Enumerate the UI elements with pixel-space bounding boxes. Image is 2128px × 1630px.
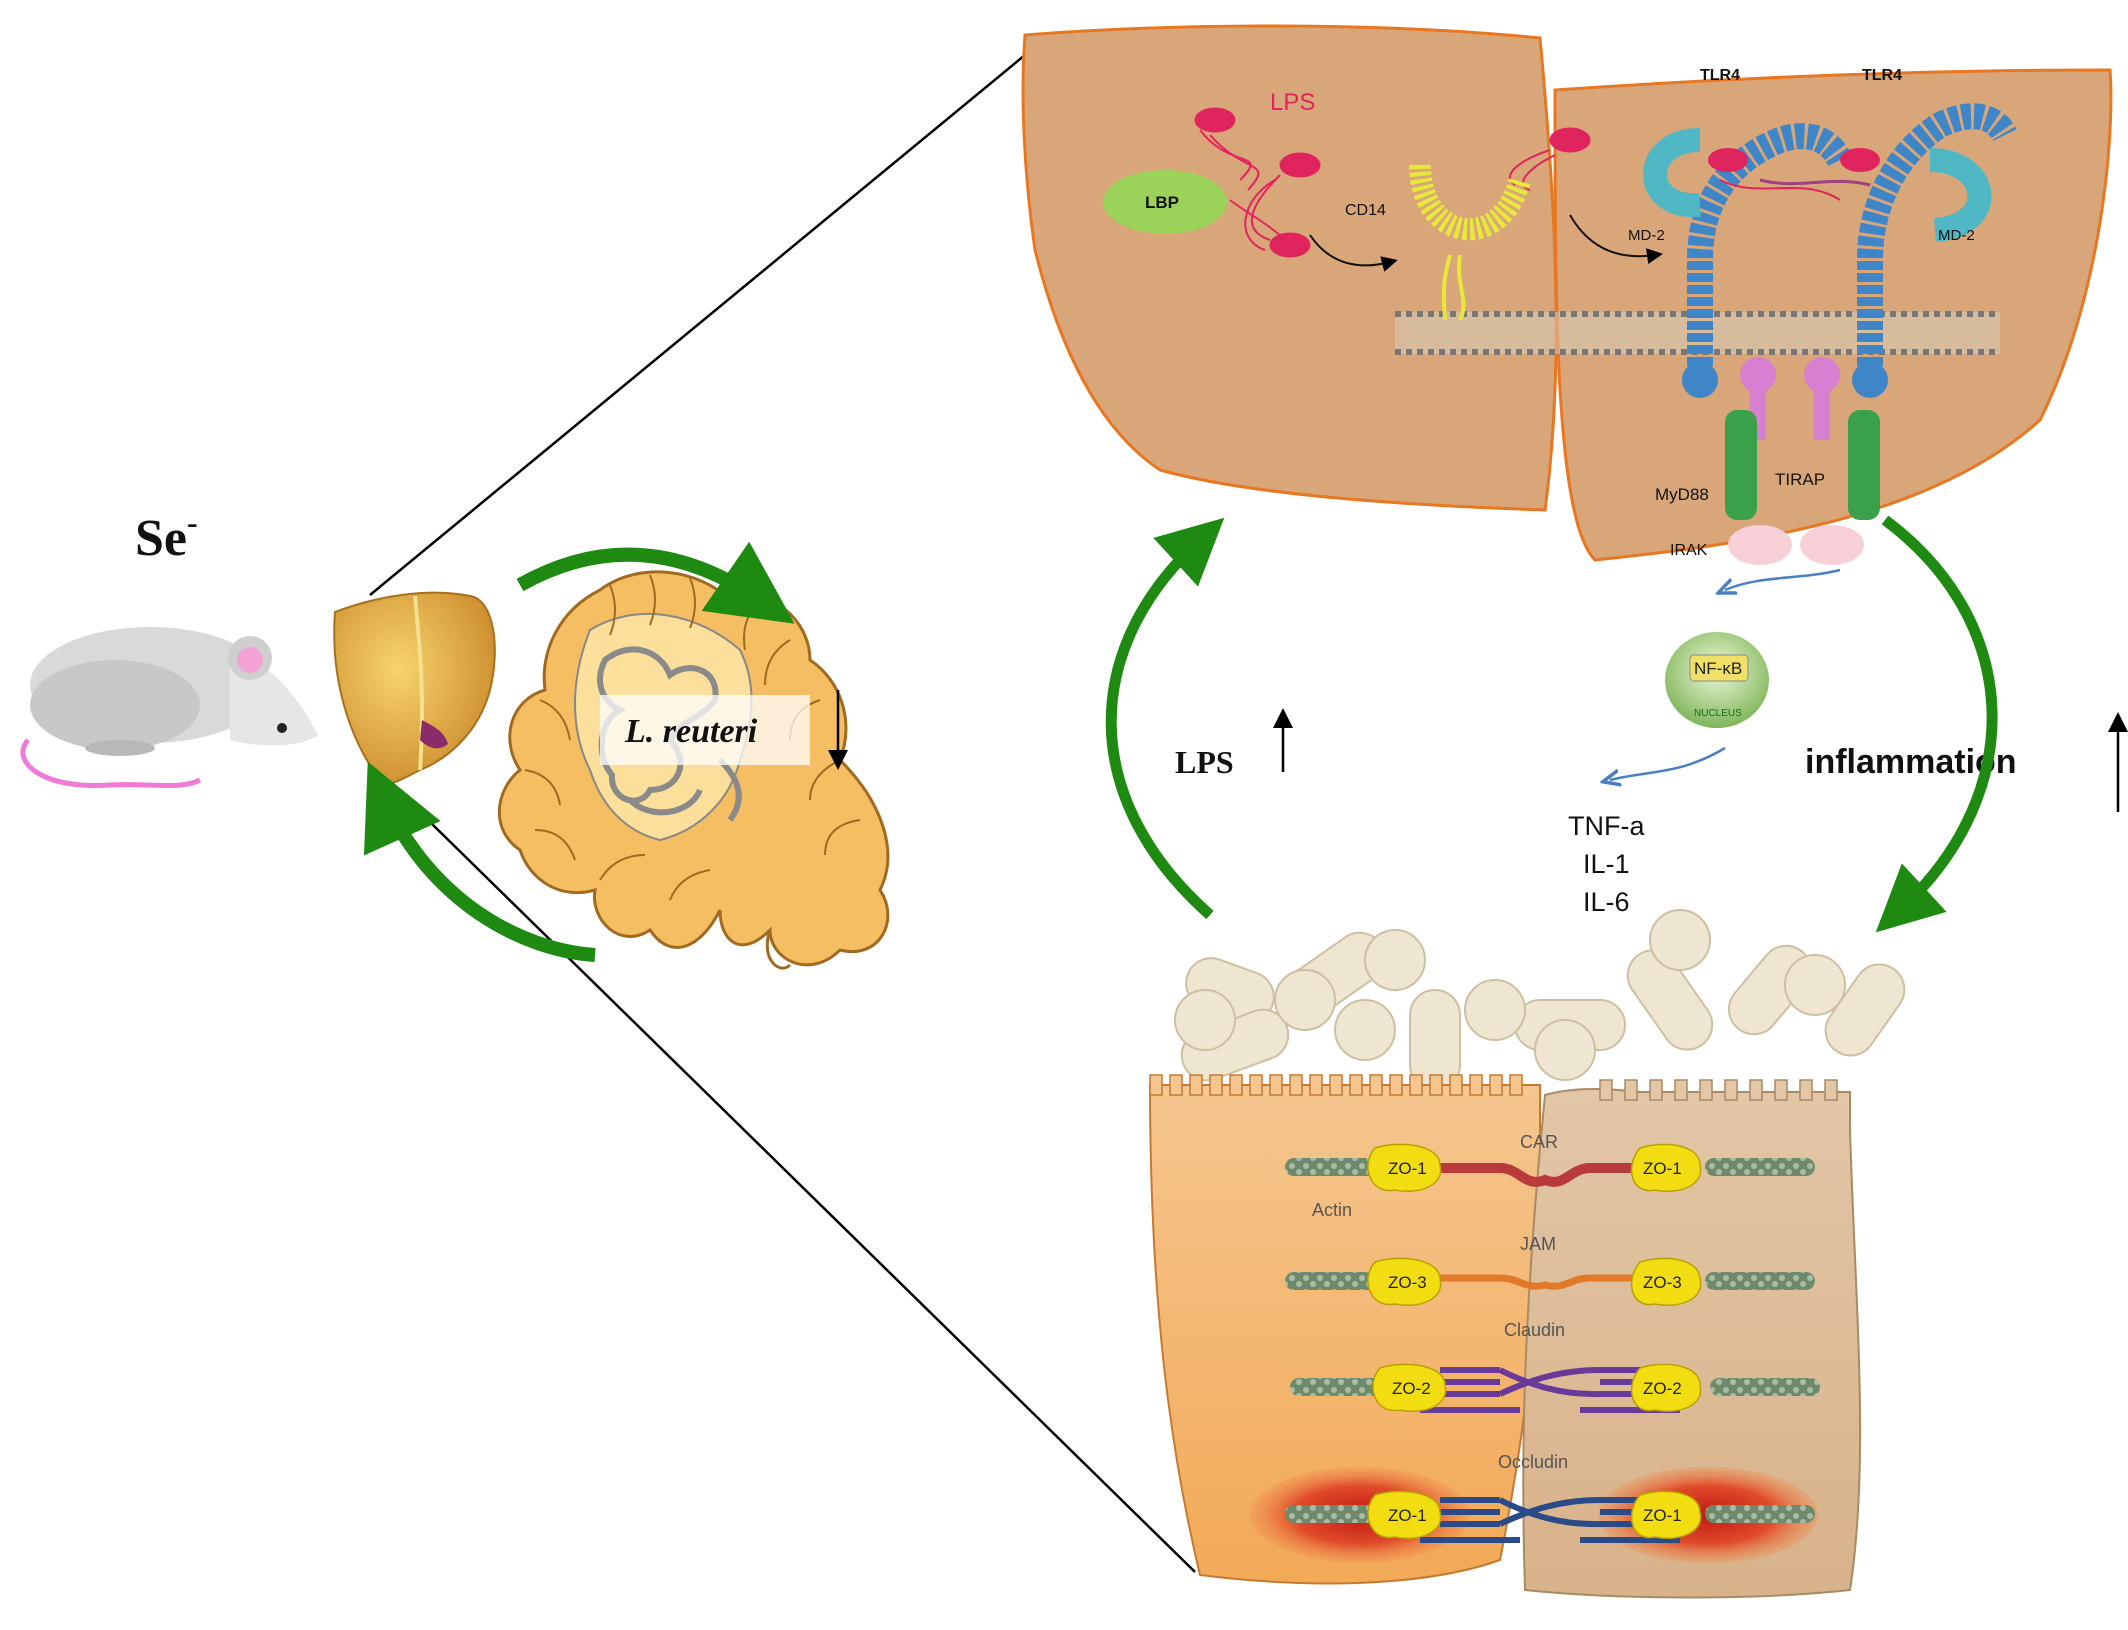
- cd14-receptor: [1409, 164, 1531, 321]
- zo3-label-b: ZO-3: [1643, 1273, 1682, 1292]
- md2-left-label: MD-2: [1628, 227, 1665, 244]
- md2-right-label: MD-2: [1938, 227, 1975, 244]
- car-junction: [1440, 1163, 1650, 1187]
- tnf-label: TNF-a: [1568, 811, 1645, 841]
- bacteria-cluster: [1174, 909, 1906, 1091]
- nfkb-label: NF-κB: [1694, 659, 1742, 678]
- lps-molecules: [1194, 107, 1591, 258]
- car-label: CAR: [1520, 1132, 1558, 1152]
- claudin-label: Claudin: [1504, 1320, 1565, 1340]
- cd14-label: CD14: [1345, 202, 1386, 219]
- selenium-label: Se-: [135, 504, 198, 567]
- l-reuteri-label: L. reuteri: [624, 713, 758, 750]
- intestine-icon: [497, 570, 890, 970]
- occludin-label: Occludin: [1498, 1452, 1568, 1472]
- jam-junction: [1440, 1274, 1650, 1290]
- green-arrow-liver-to-gut-right: [1875, 515, 1998, 933]
- green-arrow-liver-to-gut: [516, 541, 795, 624]
- il6-label: IL-6: [1583, 887, 1630, 917]
- epithelial-cell-left: [1148, 1074, 1542, 1585]
- tlr4-right-label: TLR4: [1862, 67, 1902, 84]
- myd88-label: MyD88: [1655, 485, 1709, 504]
- lbp-label: LBP: [1145, 193, 1179, 212]
- nfkb-box: [1689, 654, 1749, 682]
- green-arrow-gut-to-liver: [363, 761, 596, 962]
- actin-filaments: [1285, 1158, 1820, 1523]
- lps-increase-label: LPS: [1175, 744, 1234, 780]
- actin-label: Actin: [1312, 1200, 1352, 1220]
- zo3-label-a: ZO-3: [1388, 1273, 1427, 1292]
- tlr4-receptors: [1643, 103, 2017, 390]
- zo1-label-b: ZO-1: [1643, 1159, 1682, 1178]
- irak-to-nfkb-arrow: [1725, 568, 1841, 590]
- mouse-icon: [20, 627, 318, 789]
- zo-proteins: [1367, 1143, 1702, 1539]
- green-arrow-gut-to-liver-right: [1105, 517, 1225, 920]
- zo2-label-b: ZO-2: [1643, 1379, 1682, 1398]
- nucleus-label: NUCLEUS: [1694, 708, 1742, 719]
- zo2-label-a: ZO-2: [1392, 1379, 1431, 1398]
- il1-label: IL-1: [1583, 849, 1630, 879]
- liver-panel-left: [1021, 24, 1558, 512]
- tirap-label: TIRAP: [1775, 470, 1825, 489]
- liver-icon: [333, 591, 496, 786]
- occludin-junction: [1420, 1497, 1680, 1543]
- lps-top-label: LPS: [1270, 89, 1315, 116]
- zo1-label-d: ZO-1: [1643, 1506, 1682, 1525]
- lbp-to-cd14-arrow: [1309, 234, 1398, 272]
- tlr4-left-label: TLR4: [1700, 67, 1740, 84]
- l-reuteri-label-box: L. reuteri: [600, 695, 810, 765]
- zo1-label-a: ZO-1: [1388, 1159, 1427, 1178]
- jam-label: JAM: [1520, 1234, 1556, 1254]
- zo1-label-c: ZO-1: [1388, 1506, 1427, 1525]
- lbp-shape: [1103, 170, 1227, 234]
- zoom-lines: [369, 54, 1196, 1573]
- irak-label: IRAK: [1670, 542, 1708, 559]
- cd14-to-md2-arrow: [1569, 214, 1663, 265]
- epithelial-cell-right: [1522, 1079, 1862, 1599]
- nfkb-to-cytokines-arrow: [1610, 746, 1726, 780]
- adaptor-proteins: [1682, 357, 1888, 565]
